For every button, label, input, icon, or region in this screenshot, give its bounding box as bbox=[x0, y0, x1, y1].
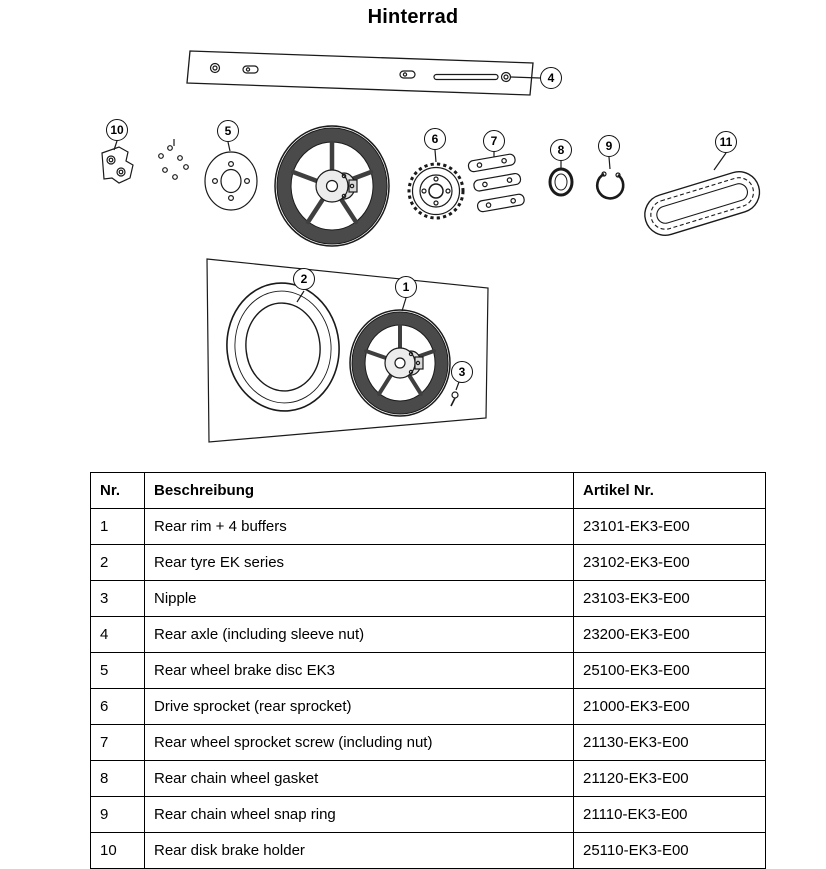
callout-11: 11 bbox=[715, 131, 737, 153]
cell-artikel: 25110-EK3-E00 bbox=[573, 832, 766, 869]
part-rear-tyre bbox=[226, 282, 340, 412]
exploded-diagram bbox=[101, 50, 761, 443]
part-rear-axle-plate bbox=[186, 50, 541, 96]
cell-artikel: 23103-EK3-E00 bbox=[573, 580, 766, 617]
parts-table-body: 1 Rear rim + 4 buffers 23101-EK3-E00 2 R… bbox=[90, 508, 766, 869]
cell-beschreibung: Drive sprocket (rear sprocket) bbox=[144, 688, 574, 725]
cell-artikel: 21130-EK3-E00 bbox=[573, 724, 766, 761]
table-row: 9 Rear chain wheel snap ring 21110-EK3-E… bbox=[90, 796, 766, 833]
table-row: 7 Rear wheel sprocket screw (including n… bbox=[90, 724, 766, 761]
table-row: 6 Drive sprocket (rear sprocket) 21000-E… bbox=[90, 688, 766, 725]
cell-nr: 5 bbox=[90, 652, 145, 689]
cell-nr: 6 bbox=[90, 688, 145, 725]
table-row: 8 Rear chain wheel gasket 21120-EK3-E00 bbox=[90, 760, 766, 797]
parts-table: Nr. Beschreibung Artikel Nr. 1 Rear rim … bbox=[90, 472, 766, 869]
callout-6: 6 bbox=[424, 128, 446, 150]
part-chain-wheel-gasket bbox=[548, 161, 574, 197]
rear-wheel-assembly bbox=[274, 125, 390, 247]
cell-beschreibung: Rear wheel sprocket screw (including nut… bbox=[144, 724, 574, 761]
part-snap-ring bbox=[595, 156, 625, 200]
cell-artikel: 23102-EK3-E00 bbox=[573, 544, 766, 581]
cell-beschreibung: Rear disk brake holder bbox=[144, 832, 574, 869]
part-drive-sprocket bbox=[407, 149, 465, 220]
cell-nr: 4 bbox=[90, 616, 145, 653]
part-nipple bbox=[450, 381, 460, 407]
cell-nr: 1 bbox=[90, 508, 145, 545]
col-header-beschreibung: Beschreibung bbox=[144, 472, 574, 509]
cell-artikel: 21110-EK3-E00 bbox=[573, 796, 766, 833]
screws-cluster bbox=[158, 139, 189, 180]
col-header-artikel: Artikel Nr. bbox=[573, 472, 766, 509]
cell-nr: 3 bbox=[90, 580, 145, 617]
callout-7: 7 bbox=[483, 130, 505, 152]
table-row: 10 Rear disk brake holder 25110-EK3-E00 bbox=[90, 832, 766, 869]
table-row: 3 Nipple 23103-EK3-E00 bbox=[90, 580, 766, 617]
callout-5: 5 bbox=[217, 120, 239, 142]
cell-artikel: 23200-EK3-E00 bbox=[573, 616, 766, 653]
table-row: 2 Rear tyre EK series 23102-EK3-E00 bbox=[90, 544, 766, 581]
callout-9: 9 bbox=[598, 135, 620, 157]
part-brake-holder bbox=[101, 140, 134, 184]
cell-nr: 7 bbox=[90, 724, 145, 761]
table-row: 4 Rear axle (including sleeve nut) 23200… bbox=[90, 616, 766, 653]
callout-2: 2 bbox=[293, 268, 315, 290]
page-title: Hinterrad bbox=[367, 6, 459, 28]
callout-3: 3 bbox=[451, 361, 473, 383]
cell-artikel: 21120-EK3-E00 bbox=[573, 760, 766, 797]
part-chain bbox=[644, 152, 761, 236]
cell-beschreibung: Rear axle (including sleeve nut) bbox=[144, 616, 574, 653]
cell-beschreibung: Rear chain wheel snap ring bbox=[144, 796, 574, 833]
cell-beschreibung: Rear chain wheel gasket bbox=[144, 760, 574, 797]
cell-nr: 2 bbox=[90, 544, 145, 581]
part-rear-rim bbox=[349, 297, 451, 417]
cell-nr: 9 bbox=[90, 796, 145, 833]
cell-beschreibung: Rear rim + 4 buffers bbox=[144, 508, 574, 545]
part-sprocket-screws bbox=[467, 152, 525, 213]
callout-8: 8 bbox=[550, 139, 572, 161]
cell-artikel: 23101-EK3-E00 bbox=[573, 508, 766, 545]
callout-10: 10 bbox=[106, 119, 128, 141]
cell-artikel: 21000-EK3-E00 bbox=[573, 688, 766, 725]
table-row: 5 Rear wheel brake disc EK3 25100-EK3-E0… bbox=[90, 652, 766, 689]
cell-beschreibung: Rear tyre EK series bbox=[144, 544, 574, 581]
cell-artikel: 25100-EK3-E00 bbox=[573, 652, 766, 689]
cell-nr: 8 bbox=[90, 760, 145, 797]
cell-beschreibung: Nipple bbox=[144, 580, 574, 617]
part-brake-disc bbox=[204, 141, 258, 211]
table-row: 1 Rear rim + 4 buffers 23101-EK3-E00 bbox=[90, 508, 766, 545]
callout-1: 1 bbox=[395, 276, 417, 298]
cell-nr: 10 bbox=[90, 832, 145, 869]
cell-beschreibung: Rear wheel brake disc EK3 bbox=[144, 652, 574, 689]
table-header-row: Nr. Beschreibung Artikel Nr. bbox=[90, 472, 766, 509]
parts-table-container: Nr. Beschreibung Artikel Nr. 1 Rear rim … bbox=[90, 472, 766, 869]
callout-4: 4 bbox=[540, 67, 562, 89]
col-header-nr: Nr. bbox=[90, 472, 145, 509]
